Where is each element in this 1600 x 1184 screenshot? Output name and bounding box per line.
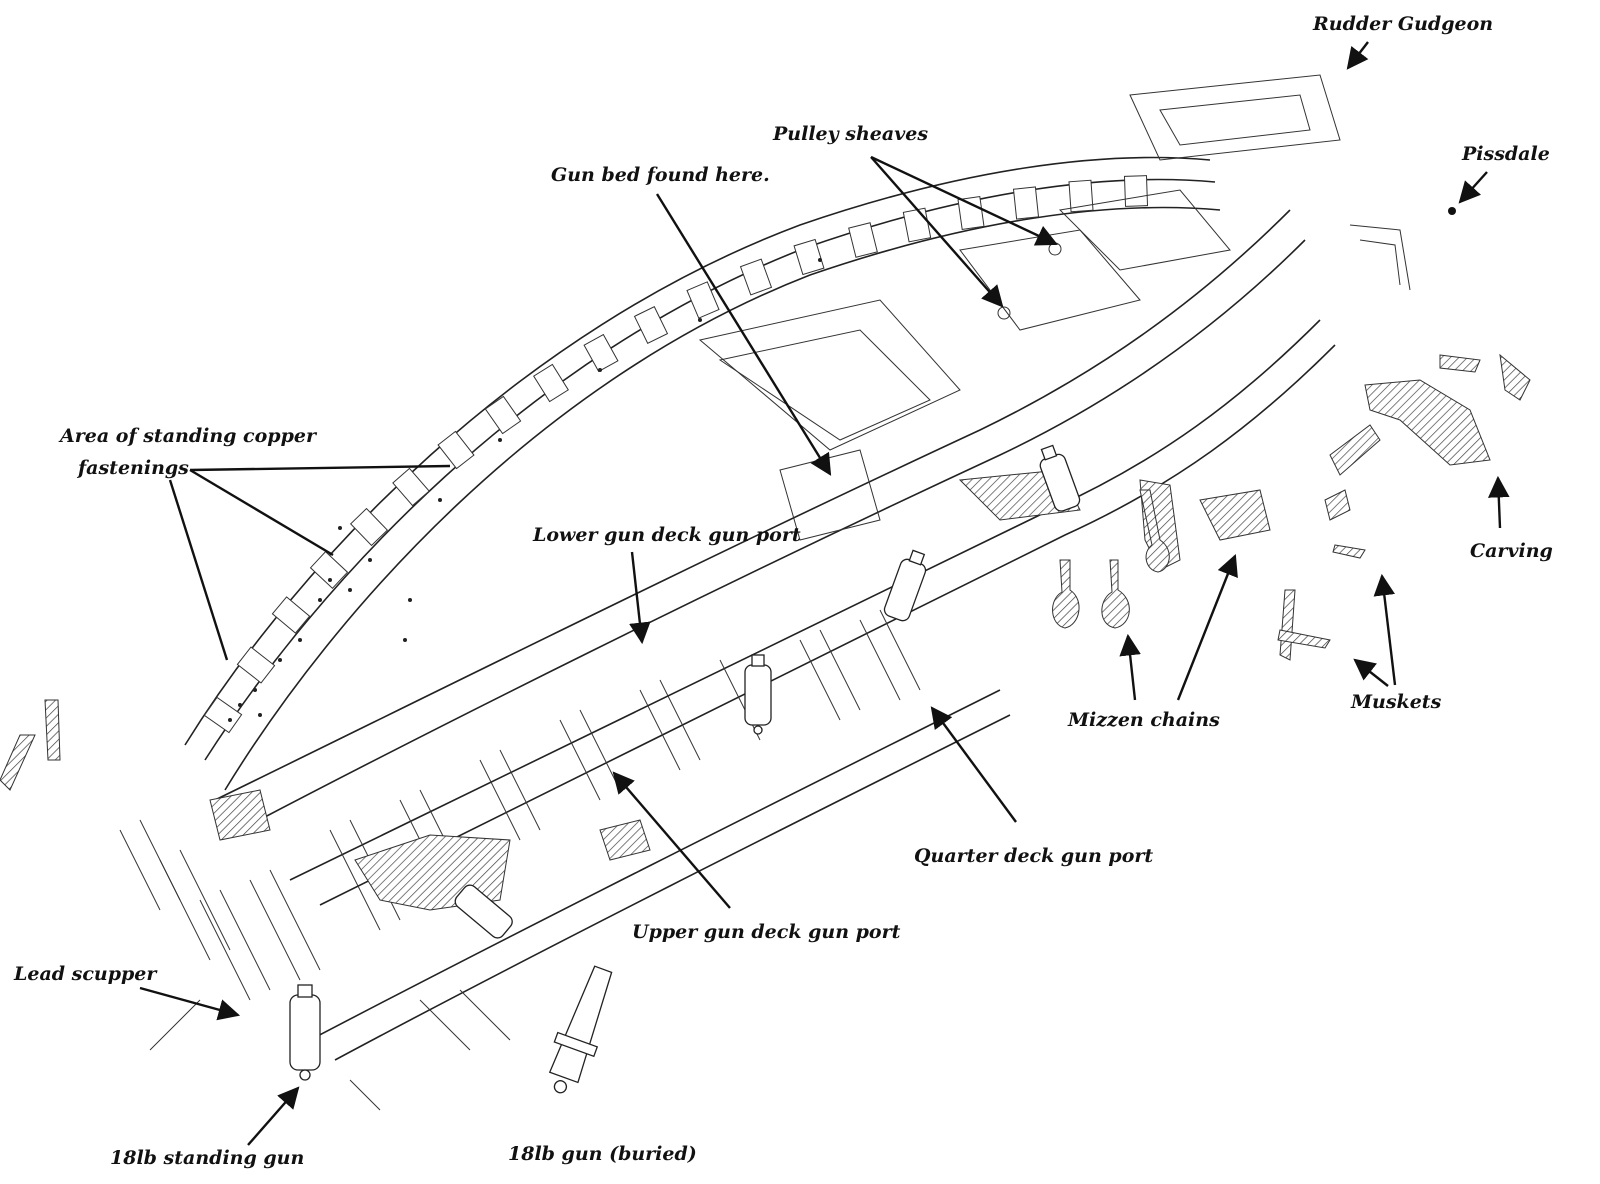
arrow-icon — [139, 986, 241, 1021]
label-buried-gun: 18lb gun (buried) — [508, 1143, 697, 1165]
copper-fastening-dots — [228, 258, 822, 722]
label-rudder-gudgeon: Rudder Gudgeon — [1312, 13, 1493, 35]
arrow-icon — [870, 156, 1004, 308]
label-mizzen-chains: Mizzen chains — [1067, 709, 1220, 731]
cannon-icon — [548, 965, 613, 1094]
label-pulley-sheaves: Pulley sheaves — [772, 123, 928, 145]
arrow-icon — [1353, 658, 1389, 687]
label-pissdale: Pissdale — [1461, 143, 1550, 165]
arrow-icon — [1119, 633, 1141, 701]
hull-drawing — [0, 74, 1531, 1111]
cannon-icon — [883, 549, 927, 622]
arrow-icon — [1373, 573, 1397, 686]
label-upper-gun-port: Upper gun deck gun port — [632, 921, 901, 943]
label-copper-fastenings-2: fastenings — [76, 457, 189, 479]
arrow-icon — [1346, 41, 1369, 70]
label-lower-gun-port: Lower gun deck gun port — [532, 524, 801, 546]
cannon-icon — [454, 884, 513, 939]
label-lead-scupper: Lead scupper — [13, 963, 158, 985]
arrow-icon — [1458, 171, 1488, 204]
lower-frames — [119, 609, 921, 1111]
labels: Rudder Gudgeon Pulley sheaves Gun bed fo… — [13, 13, 1553, 1169]
arrow-icon — [247, 1086, 300, 1146]
arrow-icon — [168, 479, 229, 661]
arrow-icon — [870, 155, 1058, 246]
label-quarter-deck-port: Quarter deck gun port — [914, 845, 1153, 867]
label-gun-bed: Gun bed found here. — [551, 164, 770, 186]
pissdale-dot — [1448, 207, 1456, 215]
cannon-icon — [1039, 444, 1081, 512]
arrow-icon — [629, 551, 651, 645]
leader-arrows — [139, 41, 1510, 1146]
frame-row-upper — [203, 175, 1149, 734]
cannon-icon — [744, 654, 772, 735]
label-muskets: Muskets — [1350, 691, 1442, 713]
cannon-icon — [289, 984, 321, 1081]
arrow-icon — [612, 771, 731, 909]
label-standing-gun: 18lb standing gun — [110, 1147, 304, 1169]
pulley-sheave — [997, 306, 1011, 320]
arrow-icon — [930, 706, 1017, 823]
arrow-icon — [1176, 553, 1238, 701]
label-copper-fastenings-1: Area of standing copper — [58, 425, 318, 447]
label-carving: Carving — [1470, 540, 1553, 562]
arrow-icon — [189, 468, 334, 557]
arrow-icon — [1487, 475, 1510, 529]
arrow-icon — [189, 464, 451, 472]
arrow-icon — [655, 193, 832, 476]
